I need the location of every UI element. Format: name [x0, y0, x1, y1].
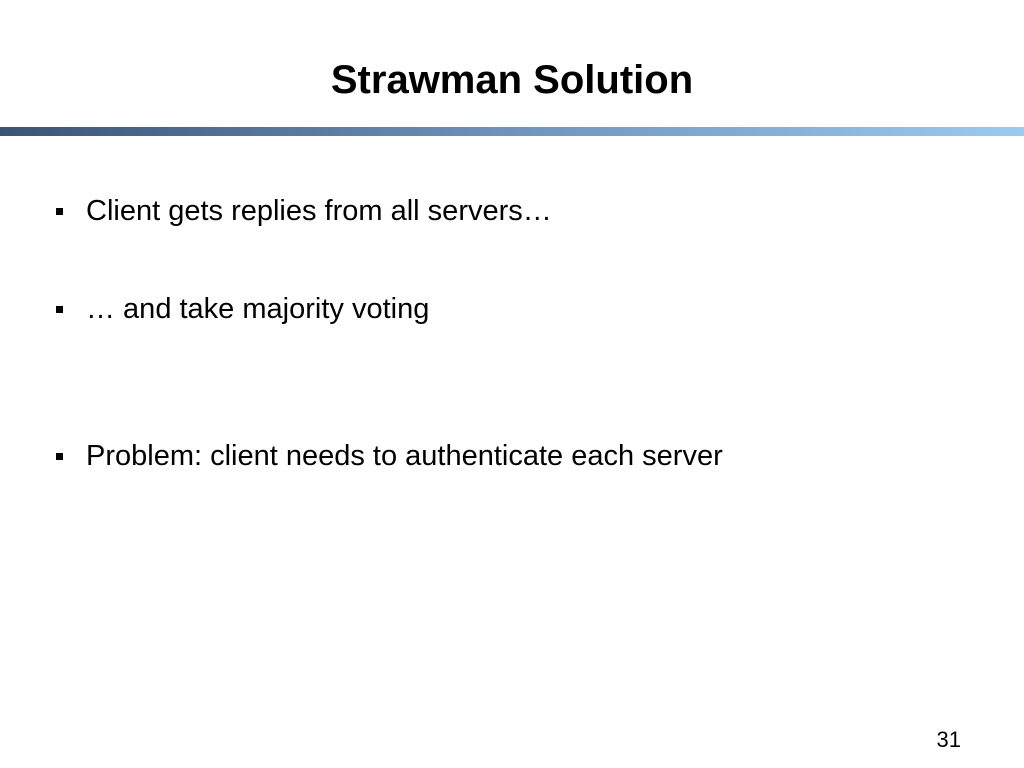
square-bullet-icon — [56, 305, 63, 313]
title-divider — [0, 127, 1024, 136]
square-bullet-icon — [56, 207, 63, 215]
bullet-text: … and take majority voting — [86, 293, 430, 325]
bullet-text: Client gets replies from all servers… — [86, 195, 552, 227]
bullet-item: … and take majority voting — [56, 289, 429, 329]
slide-number: 31 — [936, 727, 961, 752]
bullet-text: Problem: client needs to authenticate ea… — [86, 440, 723, 472]
square-bullet-icon — [56, 452, 63, 460]
slide-title: Strawman Solution — [330, 58, 694, 102]
bullet-item: Problem: client needs to authenticate ea… — [56, 436, 723, 476]
bullet-item: Client gets replies from all servers… — [56, 191, 552, 231]
